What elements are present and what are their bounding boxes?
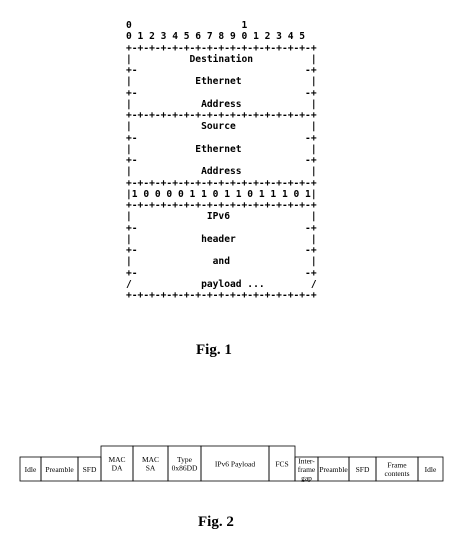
frame-field-label: Idle xyxy=(425,465,437,474)
frame-field-label: frame xyxy=(298,465,316,474)
figure-2-caption: Fig. 2 xyxy=(198,514,234,530)
frame-field-label: DA xyxy=(112,464,123,473)
frame-field-label: Preamble xyxy=(45,465,74,474)
ascii-line: +- -+ xyxy=(126,267,317,279)
ascii-line: +- -+ xyxy=(126,222,317,234)
ascii-line: +- -+ xyxy=(126,245,317,256)
frame-field-label: SA xyxy=(146,464,156,473)
frame-field-label: FCS xyxy=(275,459,288,468)
ascii-line: | Address | xyxy=(126,166,317,178)
ascii-line: | Address | xyxy=(126,98,317,110)
ascii-line: +-+-+-+-+-+-+-+-+-+-+-+-+-+-+-+-+ xyxy=(126,200,317,211)
ascii-line: +- -+ xyxy=(126,155,317,166)
ascii-line: | Source | xyxy=(126,121,317,133)
frame-field-label: SFD xyxy=(356,465,370,474)
ascii-line: | Ethernet | xyxy=(126,76,317,88)
frame-field-label: MAC xyxy=(142,455,159,464)
ascii-line: +- -+ xyxy=(126,132,317,144)
ascii-line: | header | xyxy=(126,233,317,245)
ascii-line: +- -+ xyxy=(126,65,317,76)
ascii-line: / payload ... / xyxy=(126,278,317,290)
frame-field-label: contents xyxy=(385,469,410,478)
frame-field-box xyxy=(417,456,444,482)
frame-field-label: gap xyxy=(301,473,312,482)
ethernet-frame-ascii-diagram: 0 1 0 1 2 3 4 5 6 7 8 9 0 1 2 3 4 5 +-+-… xyxy=(126,20,317,301)
frame-field-label: IPv6 Payload xyxy=(215,459,255,468)
frame-field-label: Inter- xyxy=(298,456,315,465)
ascii-line: +-+-+-+-+-+-+-+-+-+-+-+-+-+-+-+-+ xyxy=(126,110,317,121)
ascii-line: +-+-+-+-+-+-+-+-+-+-+-+-+-+-+-+-+ xyxy=(126,290,317,301)
ascii-line: +-+-+-+-+-+-+-+-+-+-+-+-+-+-+-+-+ xyxy=(126,177,317,189)
frame-field-label: Type xyxy=(177,455,193,464)
ascii-line: | IPv6 | xyxy=(126,211,317,223)
ascii-line: 0 1 xyxy=(126,20,248,31)
ascii-line: | Destination | xyxy=(126,53,317,65)
figure-1-caption: Fig. 1 xyxy=(196,342,232,358)
ascii-line: 0 1 2 3 4 5 6 7 8 9 0 1 2 3 4 5 xyxy=(126,31,306,43)
ascii-line: |1 0 0 0 0 1 1 0 1 1 0 1 1 1 0 1| xyxy=(126,188,317,200)
frame-field-label: MAC xyxy=(108,455,125,464)
ascii-line: | Ethernet | xyxy=(126,143,317,155)
frame-field-label: SFD xyxy=(83,465,97,474)
ascii-line: +- -+ xyxy=(126,87,317,99)
frame-field-label: 0x86DD xyxy=(172,464,198,473)
ascii-line: +-+-+-+-+-+-+-+-+-+-+-+-+-+-+-+-+ xyxy=(126,42,317,54)
frame-field-label: Frame xyxy=(387,461,407,470)
frame-field-label: Idle xyxy=(25,465,37,474)
ascii-line: | and | xyxy=(126,256,317,268)
frame-field-label: Preamble xyxy=(319,465,348,474)
